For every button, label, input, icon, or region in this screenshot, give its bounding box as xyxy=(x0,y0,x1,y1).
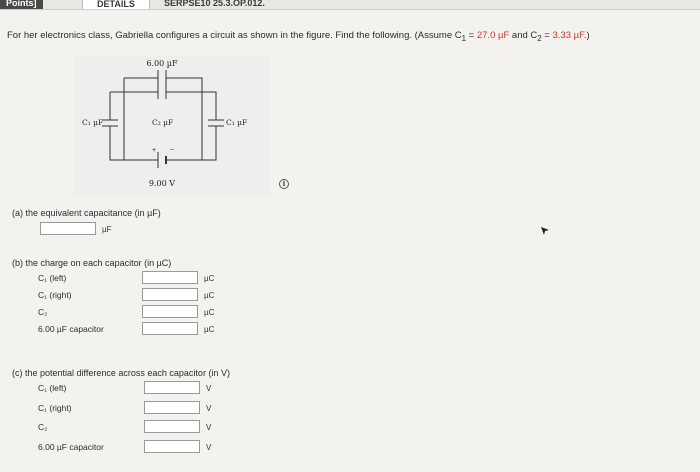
part-b-row-c2: C₂ xyxy=(38,307,48,317)
part-c-input-6uf[interactable] xyxy=(144,440,200,453)
c1-subscript: 1 xyxy=(461,33,467,43)
part-b-input-c1-left[interactable] xyxy=(142,271,198,284)
statement-prefix: For her electronics class, Gabriella con… xyxy=(7,30,462,41)
top-cap-label: 6.00 µF xyxy=(146,59,178,68)
part-c-unit-c1-left: V xyxy=(206,384,212,393)
c2-equals: = xyxy=(541,30,553,41)
part-b-input-c2[interactable] xyxy=(142,305,198,318)
part-c-row-c1-right: C₁ (right) xyxy=(38,403,72,413)
c1-right-label: C₁ µF xyxy=(226,118,247,127)
info-icon[interactable]: i xyxy=(279,179,289,189)
battery-label: 9.00 V xyxy=(149,179,175,188)
part-b-unit-c1-right: µC xyxy=(204,291,215,300)
part-b-label: (b) the charge on each capacitor (in µC) xyxy=(12,258,172,268)
part-c-unit-c2: V xyxy=(206,423,212,432)
part-a-unit: µF xyxy=(102,225,112,234)
c1-value: 27.0 µF xyxy=(476,30,510,41)
part-a-label: (a) the equivalent capacitance (in µF) xyxy=(12,208,161,218)
part-c-input-c1-left[interactable] xyxy=(144,381,200,394)
part-c-input-c1-right[interactable] xyxy=(144,401,200,414)
part-c-label: (c) the potential difference across each… xyxy=(12,368,230,378)
part-b-input-c1-right[interactable] xyxy=(142,288,198,301)
part-c-row-6uf: 6.00 µF capacitor xyxy=(38,442,104,452)
part-b-row-c1-right: C₁ (right) xyxy=(38,290,72,300)
points-label: Points] xyxy=(0,0,43,9)
statement-suffix: .) xyxy=(583,30,590,41)
part-c-row-c2: C₂ xyxy=(38,422,48,432)
c2-subscript: 2 xyxy=(537,33,542,43)
c2-value: 3.33 µF xyxy=(552,30,584,41)
part-c-unit-c1-right: V xyxy=(206,404,212,413)
part-c-unit-6uf: V xyxy=(206,443,212,452)
c1-left-label: C₁ µF xyxy=(82,118,103,127)
c1-left-wire xyxy=(109,92,124,161)
battery-plus: + xyxy=(152,147,156,154)
part-a-input[interactable] xyxy=(40,222,96,235)
top-bar: Points] DETAILS SERPSE10 25.3.OP.012. xyxy=(0,0,700,10)
c1-equals: = xyxy=(466,30,477,41)
statement-mid: and C xyxy=(509,30,538,41)
problem-statement: For her electronics class, Gabriella con… xyxy=(7,30,697,43)
part-b-unit-6uf: µC xyxy=(204,325,215,334)
c2-label: C₂ µF xyxy=(152,118,173,127)
battery-minus: − xyxy=(170,147,174,154)
problem-code: SERPSE10 25.3.OP.012. xyxy=(164,0,265,8)
details-tab[interactable]: DETAILS xyxy=(82,0,150,9)
c1-right-wire xyxy=(202,91,217,161)
circuit-figure: 6.00 µF C₁ µF C₂ µF C₁ µF + − 9.00 V xyxy=(74,56,270,196)
part-c-row-c1-left: C₁ (left) xyxy=(38,383,67,393)
part-b-row-c1-left: C₁ (left) xyxy=(38,273,67,283)
part-b-input-6uf[interactable] xyxy=(142,322,198,335)
part-c-input-c2[interactable] xyxy=(144,420,200,433)
mouse-cursor-icon xyxy=(541,227,549,235)
part-b-row-6uf: 6.00 µF capacitor xyxy=(38,324,104,334)
part-b-unit-c2: µC xyxy=(204,308,215,317)
part-b-unit-c1-left: µC xyxy=(204,274,215,283)
top-branch-wire xyxy=(124,77,203,92)
